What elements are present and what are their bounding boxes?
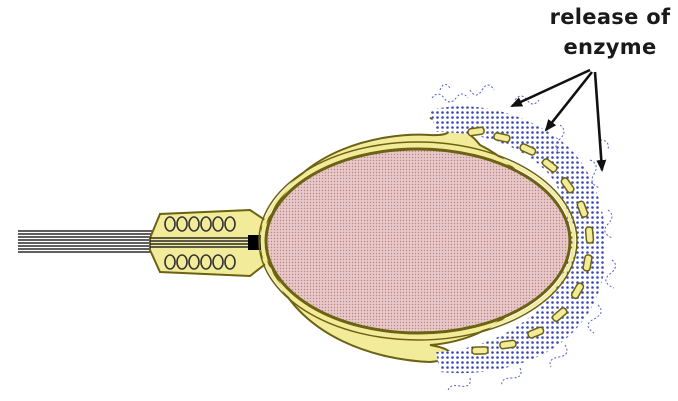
label-release-of: release of xyxy=(540,2,678,32)
label-enzyme: enzyme xyxy=(540,32,678,62)
midpiece xyxy=(150,210,268,276)
nucleus xyxy=(266,149,570,333)
arrow-icon xyxy=(595,72,602,170)
